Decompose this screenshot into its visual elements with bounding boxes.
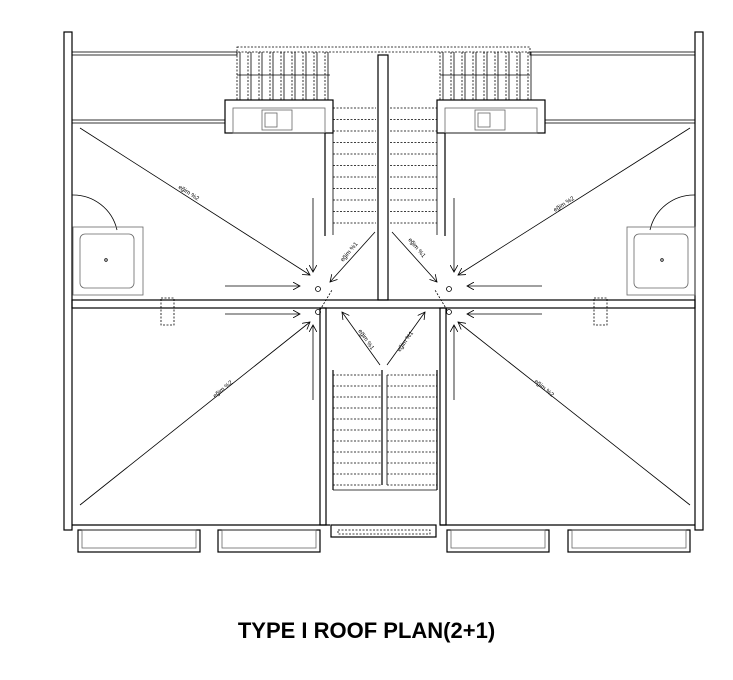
- slope-label: eğim %1: [397, 330, 416, 353]
- gutter-lines: [71, 46, 696, 124]
- outer-walls: [63, 31, 704, 531]
- floor-plan-svg: eğim %2 eğim %2 eğim %2 eğim %2 eğim %1 …: [63, 31, 704, 553]
- water-tank-right: [626, 194, 696, 296]
- chimney-right: [593, 297, 608, 326]
- roof-drains: [315, 286, 452, 315]
- drawing-title: TYPE I ROOF PLAN(2+1): [237, 618, 496, 643]
- stairs: [332, 100, 438, 491]
- slope-label: eğim %2: [533, 379, 555, 399]
- slope-label: eğim %2: [212, 380, 234, 400]
- slope-label: eğim %1: [356, 329, 375, 352]
- kitchen-counter-right: [436, 99, 546, 134]
- slope-arrows: [79, 127, 691, 506]
- slope-label: eğim %2: [553, 196, 576, 214]
- slope-label: eğim %2: [177, 185, 200, 203]
- chimney-left: [160, 297, 175, 326]
- slope-label: eğim %1: [406, 237, 426, 259]
- kitchen-counter-left: [224, 99, 334, 134]
- party-walls: [71, 54, 696, 526]
- water-tank-left: [71, 194, 144, 296]
- lower-balconies: [77, 524, 691, 553]
- upper-balcony-railings: [236, 52, 532, 100]
